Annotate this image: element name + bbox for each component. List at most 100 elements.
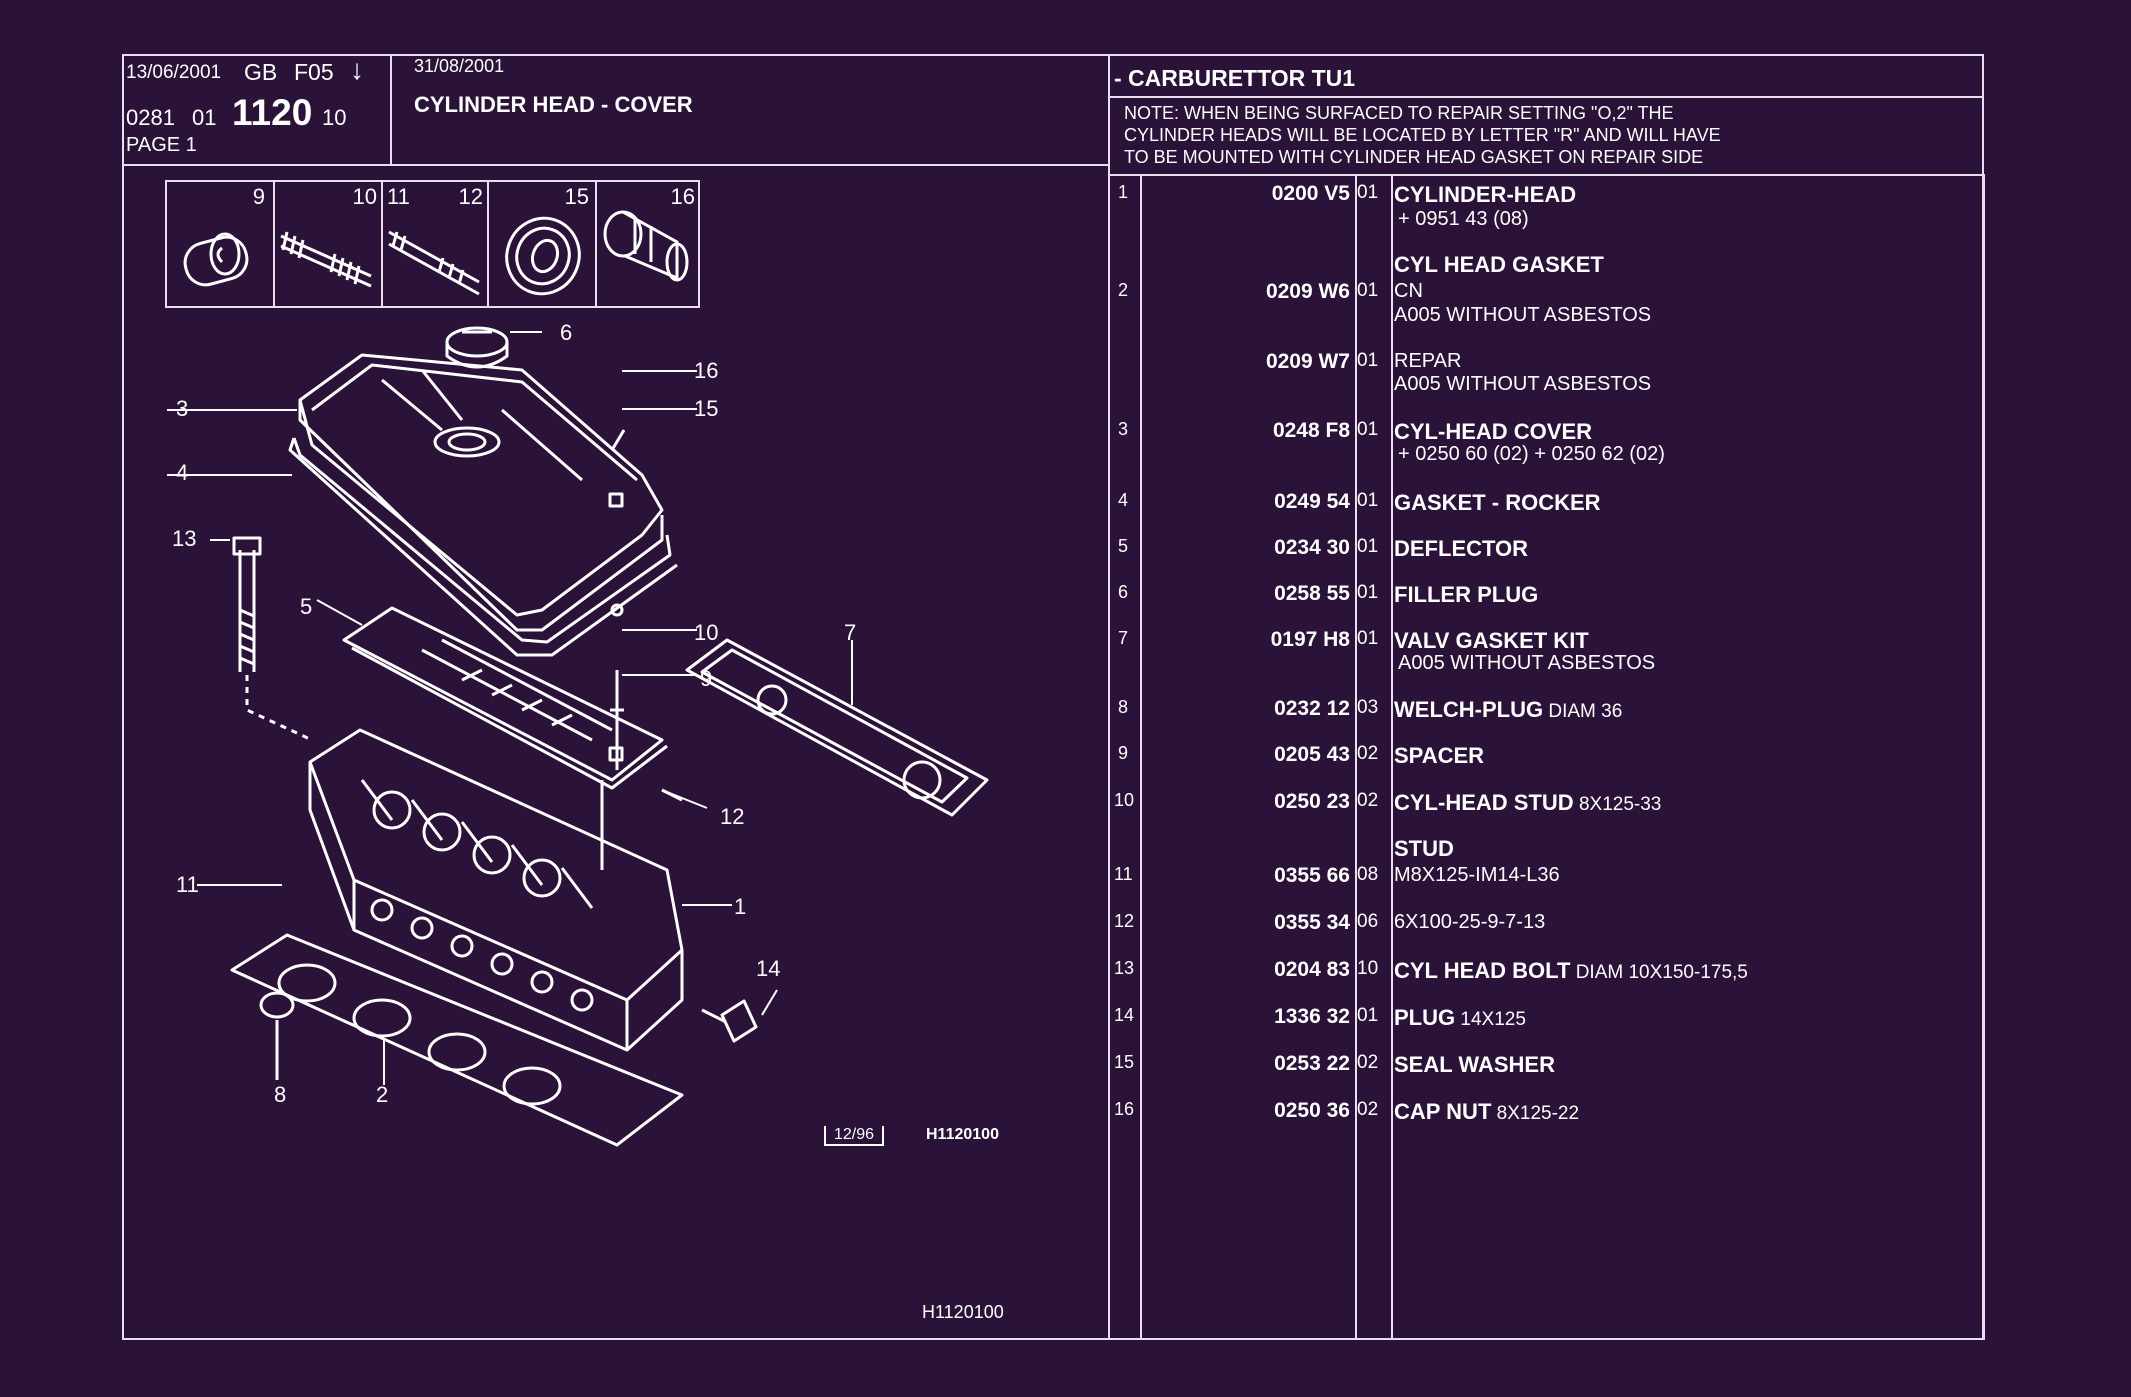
divider-right-edge — [1983, 174, 1985, 1340]
thumb-label: 10 — [352, 184, 377, 209]
divider-center — [1108, 54, 1110, 1340]
ref-cell: 0234 30 — [1140, 536, 1350, 576]
part-detail: 8X125-22 — [1491, 1103, 1580, 1124]
item-index: 5 — [1118, 536, 1129, 556]
part-qty: 01 — [1357, 419, 1379, 440]
ref-cell: 0253 22 — [1140, 1052, 1350, 1092]
item-index: 10 — [1114, 790, 1135, 810]
stud-icon — [280, 231, 372, 288]
part-desc: CYL HEAD BOLT DIAM 10X150-175,5 — [1394, 958, 1748, 983]
part-qty: 01 — [1357, 1005, 1379, 1026]
divider-ref-col — [1355, 174, 1357, 1340]
ref-group-c: 10 — [322, 105, 347, 130]
part-ref: 0355 34 — [1274, 911, 1350, 934]
thumb-label: 16 — [670, 184, 695, 209]
seal-washer-icon — [505, 216, 581, 296]
item-index: 6 — [1118, 582, 1129, 602]
item-index: 7 — [1118, 628, 1129, 648]
part-ref: 0197 H8 — [1270, 628, 1350, 651]
part-desc: CYL-HEAD STUD 8X125-33 — [1394, 790, 1662, 815]
part-ref: 0205 43 — [1274, 743, 1350, 766]
ref-cell: 1336 32 — [1140, 1005, 1350, 1045]
part-ref: 0258 55 — [1274, 582, 1350, 605]
part-desc: FILLER PLUG — [1394, 582, 1539, 607]
part-sub: 6X100-25-9-7-13 — [1394, 911, 1546, 933]
cap-nut-icon — [603, 210, 689, 282]
page-title: CYLINDER HEAD - COVER — [414, 92, 693, 117]
thumb-label: 12 — [458, 184, 483, 209]
part-ref: 0200 V5 — [1271, 182, 1350, 205]
thumb-label: 15 — [564, 184, 589, 209]
part-qty: 02 — [1357, 1052, 1379, 1073]
note-line-1: NOTE: WHEN BEING SURFACED TO REPAIR SETT… — [1124, 103, 1674, 123]
item-index: 13 — [1114, 958, 1135, 978]
thumb-stud-11-12[interactable]: 11 12 — [381, 182, 489, 306]
part-qty: 10 — [1357, 958, 1379, 979]
callout-12: 12 — [720, 804, 745, 829]
part-sub: A005 WITHOUT ASBESTOS — [1398, 652, 1656, 674]
part-desc: CYL HEAD GASKET — [1394, 252, 1604, 277]
callout-16: 16 — [694, 358, 719, 383]
item-index: 15 — [1114, 1052, 1135, 1072]
thumb-spacer[interactable]: 9 — [167, 182, 275, 306]
callout-11: 11 — [176, 872, 199, 897]
ref-cell: 0248 F8 — [1140, 419, 1350, 459]
part-ref: 1336 32 — [1274, 1005, 1350, 1028]
part-ref: 0249 54 — [1274, 490, 1350, 513]
part-qty: 06 — [1357, 911, 1379, 932]
part-desc: CYLINDER-HEAD — [1394, 182, 1577, 207]
thumb-cap-nut[interactable]: 16 — [595, 182, 699, 306]
item-index: 8 — [1118, 697, 1129, 717]
part-qty: 01 — [1357, 280, 1379, 301]
item-index: 1 — [1118, 182, 1129, 202]
exploded-diagram — [167, 326, 989, 1147]
item-index: 2 — [1118, 280, 1129, 300]
catalog-date: 13/06/2001 — [126, 62, 222, 83]
part-detail: 14X125 — [1455, 1009, 1526, 1030]
callout-13: 13 — [172, 526, 197, 551]
callout-5: 5 — [300, 594, 313, 619]
part-ref: 0209 W7 — [1265, 350, 1350, 373]
part-qty: 01 — [1357, 628, 1379, 649]
thumb-seal-washer[interactable]: 15 — [487, 182, 597, 306]
part-qty: 01 — [1357, 582, 1379, 603]
divider-qty-col — [1391, 174, 1393, 1340]
ref-cell: 0355 34 — [1140, 911, 1350, 951]
stud-icon — [388, 230, 480, 296]
revision-date: 31/08/2001 — [414, 56, 505, 76]
item-index: 9 — [1118, 743, 1129, 763]
thumb-label: 9 — [252, 184, 265, 209]
ref-cell: 0250 23 — [1140, 790, 1350, 830]
thumb-stud-10[interactable]: 10 — [273, 182, 383, 306]
part-sub: A005 WITHOUT ASBESTOS — [1394, 373, 1652, 395]
callout-2: 2 — [376, 1082, 389, 1107]
part-desc: CYL-HEAD COVER — [1394, 419, 1593, 444]
ref-cell: 0249 54 — [1140, 490, 1350, 530]
callout-14: 14 — [756, 956, 781, 981]
note-line-2: CYLINDER HEADS WILL BE LOCATED BY LETTER… — [1124, 125, 1721, 145]
part-ref: 0355 66 — [1274, 864, 1350, 887]
part-ref: 0234 30 — [1274, 536, 1350, 559]
thumb-label: 11 — [387, 184, 410, 209]
part-desc: WELCH-PLUG DIAM 36 — [1394, 697, 1623, 722]
part-desc: GASKET - ROCKER — [1394, 490, 1601, 515]
part-ref: 0250 23 — [1274, 790, 1350, 813]
part-ref: 0248 F8 — [1272, 419, 1350, 442]
part-sub: M8X125-IM14-L36 — [1394, 864, 1560, 886]
part-qty: 01 — [1357, 536, 1379, 557]
divider-section-title — [1108, 96, 1984, 98]
part-sub: + 0951 43 (08) — [1398, 208, 1529, 230]
part-desc: STUD — [1394, 836, 1454, 861]
part-sub: A005 WITHOUT ASBESTOS — [1394, 304, 1652, 326]
down-arrow-icon: ↓ — [350, 54, 364, 85]
callout-9: 9 — [700, 666, 713, 691]
ref-cell: 0258 55 — [1140, 582, 1350, 622]
spacer-icon — [183, 232, 249, 287]
part-qty: 02 — [1357, 743, 1379, 764]
part-sub: REPAR — [1394, 350, 1462, 372]
divider-header-left-bottom — [122, 164, 1110, 166]
callout-10: 10 — [694, 620, 719, 645]
ref-cell: 0200 V5 — [1140, 182, 1350, 222]
model-code: F05 — [294, 59, 334, 85]
item-index: 3 — [1118, 419, 1129, 439]
